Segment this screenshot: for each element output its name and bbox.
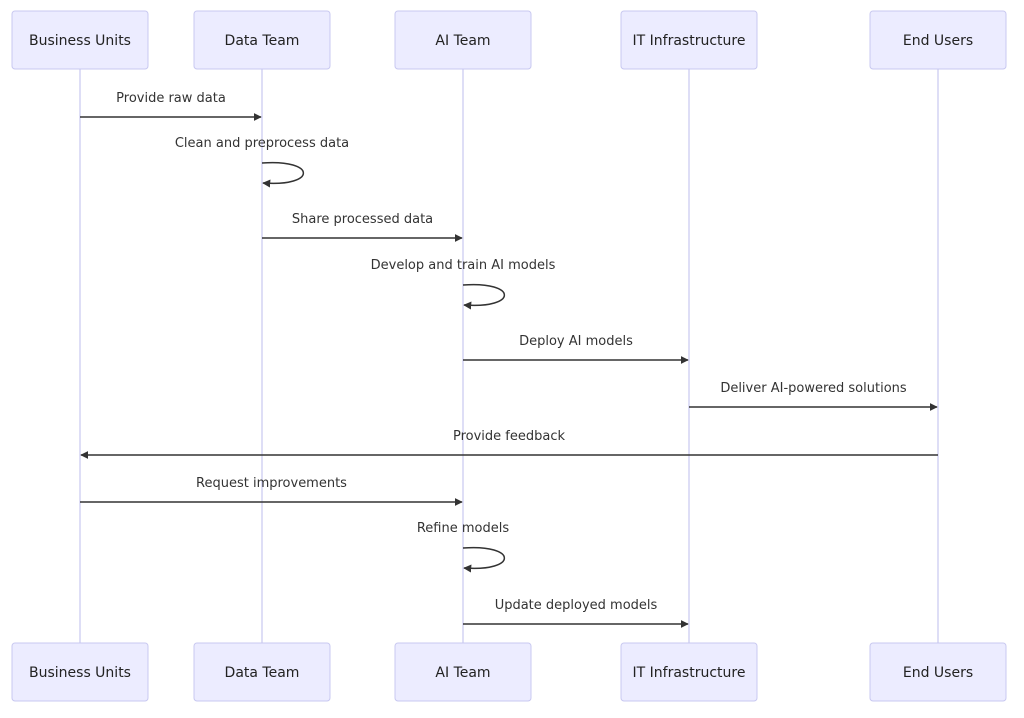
actor-bottom-data-team: Data Team xyxy=(193,642,331,702)
message-label: Provide feedback xyxy=(453,429,566,444)
message-label: Deliver AI-powered solutions xyxy=(720,381,907,396)
actor-label: Data Team xyxy=(225,665,300,681)
actor-box xyxy=(869,642,1007,702)
message-2: Clean and preprocess data xyxy=(175,136,349,188)
message-label: Clean and preprocess data xyxy=(175,136,349,151)
message-label: Share processed data xyxy=(292,212,433,227)
actor-box xyxy=(620,10,758,70)
actor-label: Data Team xyxy=(225,33,300,49)
actor-label: IT Infrastructure xyxy=(633,33,746,49)
actor-box xyxy=(620,642,758,702)
actor-box xyxy=(11,10,149,70)
actor-label: Business Units xyxy=(29,665,131,681)
message-label: Provide raw data xyxy=(116,91,226,106)
self-message-arrow xyxy=(462,283,506,310)
actor-top-business-units: Business Units xyxy=(11,10,149,70)
message-5: Deploy AI models xyxy=(463,334,689,364)
message-label: Request improvements xyxy=(196,476,347,491)
actor-label: AI Team xyxy=(435,665,490,681)
actor-box xyxy=(193,642,331,702)
actor-label: IT Infrastructure xyxy=(633,665,746,681)
actor-top-end-users: End Users xyxy=(869,10,1007,70)
actor-box xyxy=(869,10,1007,70)
actor-bottom-ai-team: AI Team xyxy=(394,642,532,702)
actor-label: End Users xyxy=(903,33,973,49)
self-message-arrow xyxy=(462,546,506,573)
message-1: Provide raw data xyxy=(80,91,262,121)
message-7: Provide feedback xyxy=(80,429,938,459)
actor-label: Business Units xyxy=(29,33,131,49)
actor-box xyxy=(11,642,149,702)
message-label: Refine models xyxy=(417,521,509,536)
message-4: Develop and train AI models xyxy=(371,258,556,310)
actor-top-ai-team: AI Team xyxy=(394,10,532,70)
actor-label: End Users xyxy=(903,665,973,681)
actor-box xyxy=(394,642,532,702)
actor-top-data-team: Data Team xyxy=(193,10,331,70)
message-6: Deliver AI-powered solutions xyxy=(689,381,938,411)
actor-box xyxy=(394,10,532,70)
actor-bottom-it-infrastructure: IT Infrastructure xyxy=(620,642,758,702)
message-label: Deploy AI models xyxy=(519,334,633,349)
message-3: Share processed data xyxy=(262,212,463,242)
message-label: Develop and train AI models xyxy=(371,258,556,273)
actor-top-it-infrastructure: IT Infrastructure xyxy=(620,10,758,70)
message-10: Update deployed models xyxy=(463,598,689,628)
actor-bottom-end-users: End Users xyxy=(869,642,1007,702)
message-label: Update deployed models xyxy=(495,598,658,613)
actor-bottom-business-units: Business Units xyxy=(11,642,149,702)
message-8: Request improvements xyxy=(80,476,463,506)
self-message-arrow xyxy=(261,161,305,188)
message-9: Refine models xyxy=(417,521,509,573)
actor-box xyxy=(193,10,331,70)
actor-label: AI Team xyxy=(435,33,490,49)
